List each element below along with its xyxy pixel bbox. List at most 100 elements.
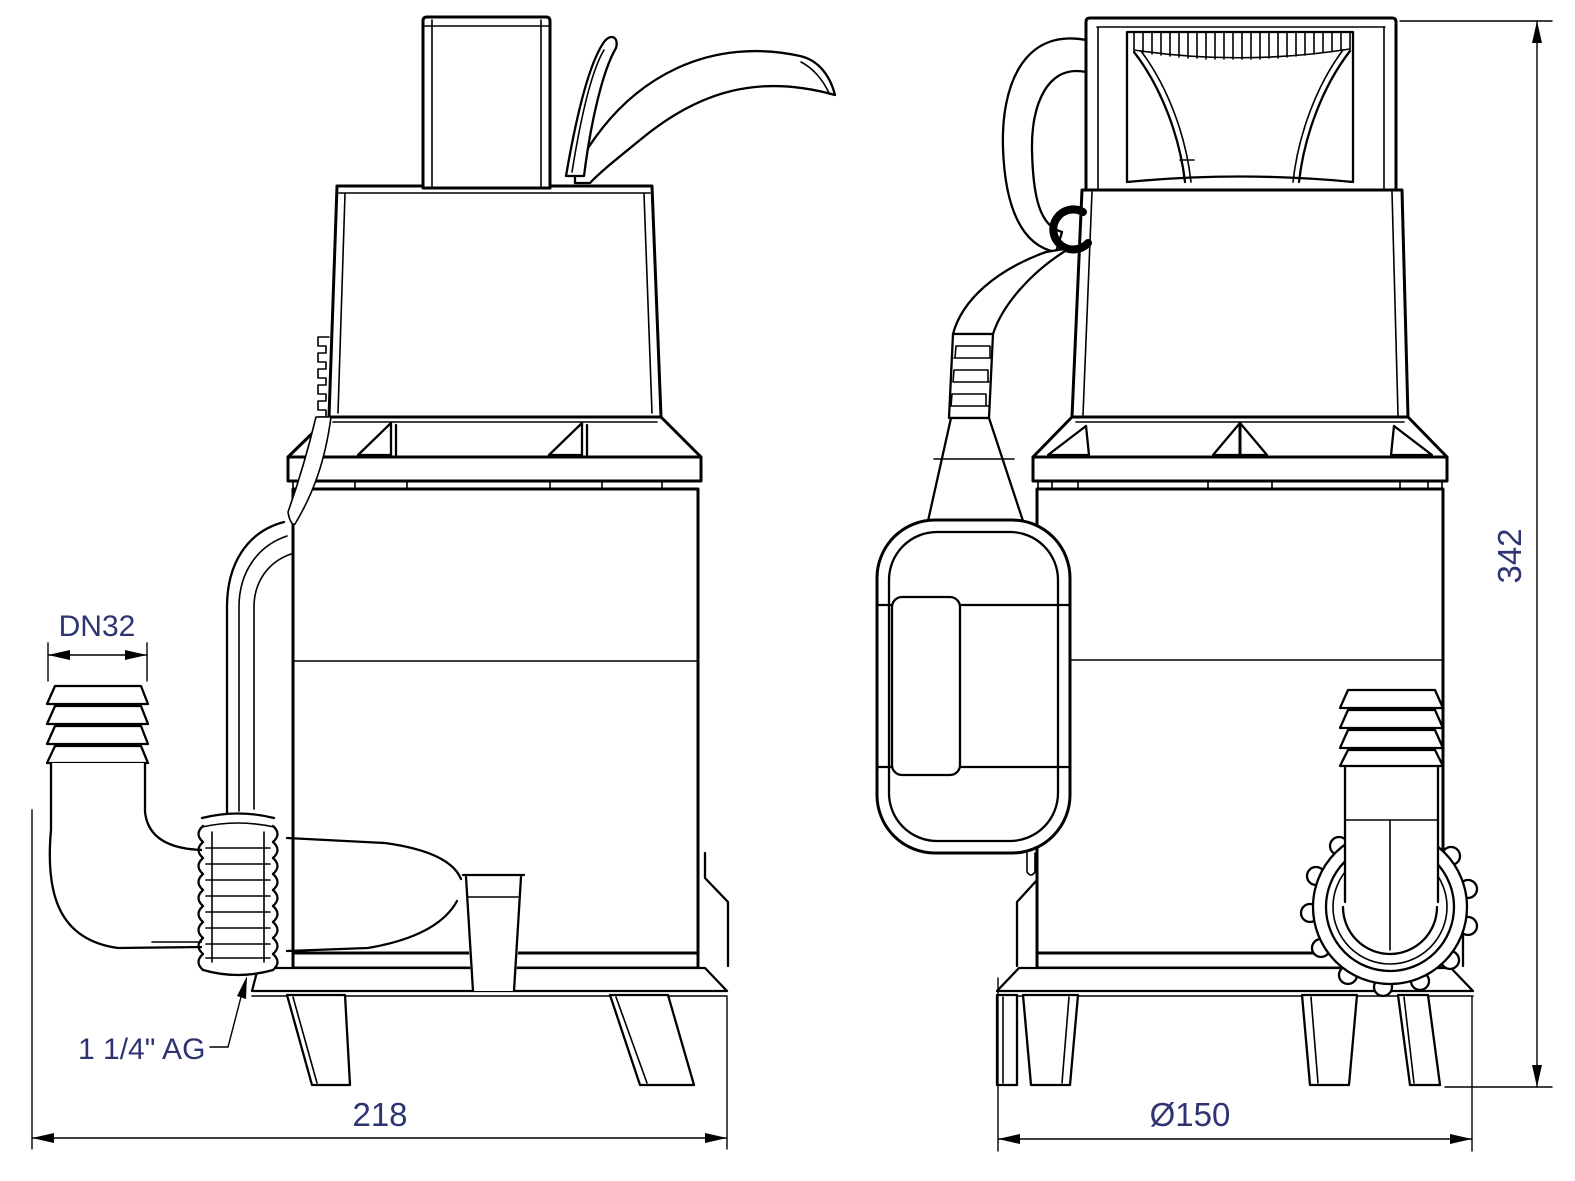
foot [608,993,696,1087]
coupling-nut-ribs [201,822,275,963]
extension-lines [31,809,728,1150]
outlet-assembly [45,684,279,977]
foot [1300,993,1359,1087]
coupling-nut-outline [197,812,279,977]
cable-leaf [564,35,618,178]
cable-band [573,49,837,185]
float-cable-cone [926,416,1025,523]
coupling-nut-fill [202,813,274,976]
gusset-bars [394,423,589,457]
support-block-outline [461,873,526,993]
housing-inner-lines [337,192,653,414]
carry-handle-frame [1084,16,1398,192]
arrow-icon [1532,1065,1542,1087]
carry-handle-post [421,15,552,190]
cable-strain-relief [926,205,1092,523]
dimension-thread: 1 1/4" AG [78,976,247,1066]
side-view [45,15,837,1087]
feet [285,993,696,1087]
cable-curl-icon [1049,205,1092,254]
elbow-fill [49,763,204,948]
support-block [461,873,526,993]
support-block-fill [463,875,524,991]
motor-housing [317,184,663,427]
grip-teeth-icon [1133,32,1351,60]
outlet-assembly [1299,688,1479,998]
collar-band [286,455,703,483]
dimensions: DN32 1 1/4" AG 218 Ø150 342 [31,20,1553,1152]
float-cable-cone [287,416,332,526]
float-cable-tail [1026,852,1036,876]
power-cable-loop [1001,37,1088,254]
arrow-icon [998,1134,1020,1144]
float-edge-inner-lines [238,535,292,812]
volute-cone [285,836,463,953]
foot-inner-line [1061,996,1070,1084]
foot-inner-line [615,996,648,1084]
foot-inner-line [292,996,318,1084]
foot-inner-line [1310,996,1319,1084]
collar-flare [286,415,703,459]
arrow-icon [125,650,147,660]
foot [285,993,352,1087]
float-switch-edge [225,416,332,815]
handle-post-inner-lines [424,19,549,187]
grip-teeth-envelope [1133,48,1351,59]
hose-barb-icon [45,684,150,765]
dim-thread-label: 1 1/4" AG [78,1033,205,1066]
arrow-icon [32,1133,54,1143]
arrow-icon [705,1133,727,1143]
cable-band-end-line [800,61,830,94]
cable-clip-serration [317,336,330,427]
clamp-collar [286,415,703,490]
body-skirt [703,851,730,968]
dimension-218: 218 [31,809,728,1150]
cable-leaf-inner-line [571,49,605,173]
dim-base-label: Ø150 [1150,1096,1231,1133]
housing-outline [1070,188,1410,419]
pipe-outline [1343,764,1440,904]
arrow-icon [1450,1134,1472,1144]
feet [995,993,1442,1087]
foot-back-inner-line [1403,996,1415,1084]
dim-height-label: 342 [1491,528,1528,583]
housing-outline [327,184,663,419]
front-view [875,16,1479,1087]
foot-back [1396,993,1442,1087]
power-cable [564,35,837,185]
dimension-dn32: DN32 [47,610,148,682]
foot-back [995,993,1019,1087]
float-body-inner [887,530,1060,843]
arrow-icon [48,650,70,660]
gusset-icon [356,421,584,457]
handle-opening-curves-inner [1140,49,1344,183]
foot [1021,993,1080,1087]
float-edge-lines [225,520,286,815]
extension-lines [47,642,148,682]
arrow-icon [1532,21,1542,43]
strain-relief-ribs [950,345,992,407]
tube-arc [1341,905,1439,956]
hose-barb-icon [1338,688,1445,768]
pipe-detail-lines [1344,819,1439,951]
housing-inner-lines [1082,191,1399,416]
collar-band [1031,455,1449,483]
extension-lines [997,977,1473,1152]
cable-drop-band [951,246,1072,336]
leader-line [209,996,242,1048]
dimension-150: Ø150 [997,977,1473,1152]
float-label-plate [890,595,962,777]
dim-dn32-label: DN32 [59,610,136,643]
arrow-icon [237,976,247,999]
motor-housing [1070,188,1410,419]
handle-opening-curves [1132,49,1352,184]
handle-frame-inner-lines [1096,26,1386,190]
dimension-342: 342 [1399,20,1553,1088]
extension-lines [1399,20,1553,1088]
handle-post-outline [421,15,552,190]
clamp-collar [1031,415,1449,490]
dim-depth-label: 218 [352,1096,407,1133]
discharge-elbow [48,761,206,950]
